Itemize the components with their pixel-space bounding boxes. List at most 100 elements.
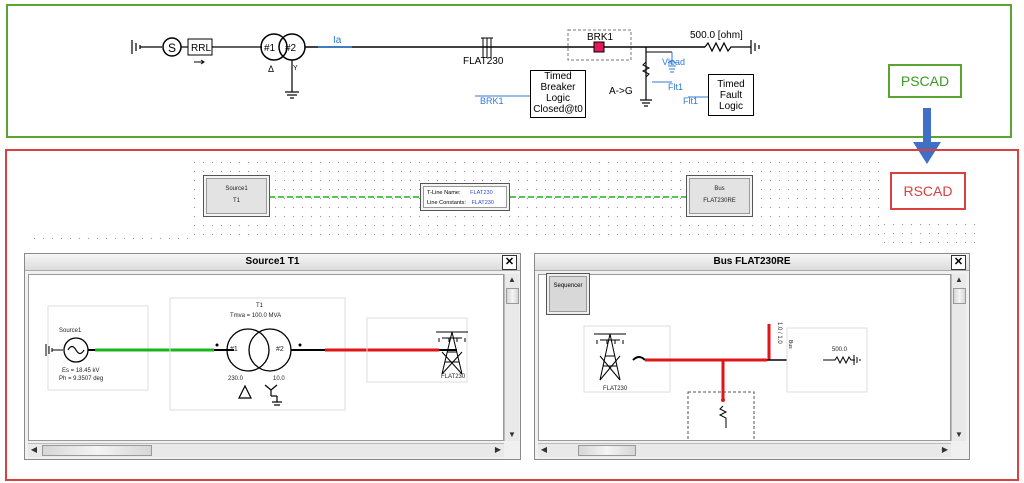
scroll-up-arrow-icon[interactable]: ▲	[508, 275, 516, 284]
tfl-line-2: Fault	[719, 90, 743, 101]
down-arrow-icon	[913, 108, 941, 164]
window-left-vscroll[interactable]: ▲ ▼	[504, 274, 519, 441]
fault-switch-icon	[718, 405, 728, 428]
window-right-canvas[interactable]	[538, 274, 951, 441]
pscad-load-label: 500.0 [ohm]	[690, 30, 743, 41]
rscad-load-value: 500.0	[832, 347, 848, 353]
window-right-vscroll[interactable]: ▲ ▼	[951, 274, 966, 441]
tline-param-box[interactable]: T-Line Name: FLAT230 Line Constants: FLA…	[420, 183, 510, 211]
pscad-breaker-label: BRK1	[587, 32, 614, 43]
resistor-icon	[704, 41, 751, 53]
pscad-tag: PSCAD	[888, 64, 962, 98]
fault-signal-1: Flt1	[668, 82, 683, 92]
pscad-schematic: S RRL #1 #2 Δ Y Ia FLAT230 BRK1 500.0 [o…	[131, 29, 760, 107]
window-left-canvas[interactable]	[28, 274, 504, 441]
tline-name-key: T-Line Name:	[427, 190, 461, 196]
grid-dots-right	[880, 220, 980, 250]
tower-icon-right	[594, 333, 626, 381]
window-right-title: Bus FLAT230RE	[713, 256, 791, 267]
current-meter-label: Ia	[333, 35, 342, 46]
fault-switch-icon	[641, 61, 651, 78]
tfl-line-1: Timed	[717, 79, 745, 90]
tline-terminal-icon	[481, 37, 493, 58]
rscad-tx-w1: #1	[230, 346, 238, 353]
window-source1-t1: Source1 T1 ✕ ▲ ▼ ◀ ▶	[24, 253, 521, 460]
scroll-right-arrow-icon[interactable]: ▶	[941, 445, 949, 454]
pscad-tag-label: PSCAD	[900, 73, 950, 89]
tbl-line-1: Timed	[544, 71, 572, 82]
sequencer-block[interactable]: Sequencer	[546, 273, 590, 315]
breaker-logic-signal: BRK1	[480, 96, 504, 106]
tx-w2-label: #2	[285, 43, 297, 54]
window-right-hscroll[interactable]: ◀ ▶	[538, 443, 951, 457]
tx-wye-label: Y	[293, 65, 298, 72]
close-icon: ✕	[504, 256, 515, 268]
close-icon: ✕	[953, 256, 964, 268]
scroll-down-arrow-icon[interactable]: ▼	[508, 430, 516, 439]
rscad-transformer-icon	[226, 328, 270, 372]
scroll-up-arrow-icon[interactable]: ▲	[955, 275, 963, 284]
breaker-vertical-values: 1.0 / 1.0	[775, 322, 782, 344]
tower-label-left: FLAT230	[441, 374, 466, 380]
source-ph-value: Ph = 9.3507 deg	[59, 376, 104, 382]
tline-name-value: FLAT230	[470, 190, 493, 196]
load-resistor-icon	[823, 355, 855, 365]
pscad-line-label: FLAT230	[463, 56, 504, 67]
window-left-vscroll-thumb[interactable]	[506, 288, 519, 304]
rscad-tag: RSCAD	[890, 172, 966, 210]
fault-signal-2: Flt1	[683, 96, 698, 106]
window-left-titlebar[interactable]: Source1 T1	[25, 254, 520, 271]
tbl-line-4: Closed@t0	[533, 104, 583, 115]
window-right-hscroll-thumb[interactable]	[578, 445, 636, 456]
tline-const-value: FLAT230	[471, 200, 495, 206]
timed-breaker-logic-block: Timed Breaker Logic Closed@t0	[530, 70, 586, 118]
node-source1-t1[interactable]: Source1 T1	[203, 175, 270, 217]
rrl-label: RRL	[191, 43, 211, 54]
tx-delta-label: Δ	[268, 64, 274, 74]
rscad-tag-label: RSCAD	[903, 183, 953, 199]
sequencer-label: Sequencer	[553, 283, 583, 289]
rscad-tline-link	[260, 196, 690, 198]
window-left-hscroll[interactable]: ◀ ▶	[28, 443, 504, 457]
tfl-line-3: Logic	[719, 101, 743, 112]
tower-label-right: FLAT230	[603, 386, 628, 392]
tbl-line-3: Logic	[546, 93, 570, 104]
tbl-line-2: Breaker	[540, 82, 576, 93]
breaker-val-1: 1.0	[776, 322, 782, 331]
fault-type-label: A->G	[609, 86, 633, 97]
pscad-panel	[6, 4, 1012, 138]
rscad-tx-v1: 230.0	[228, 376, 244, 382]
node-source-line-2: T1	[232, 198, 240, 204]
source-es-value: Es = 18.45 kV	[62, 368, 100, 374]
vload-label: Vload	[662, 57, 685, 67]
rscad-source-name: Source1	[59, 328, 82, 334]
window-left-schematic	[45, 297, 468, 411]
scroll-right-arrow-icon[interactable]: ▶	[494, 445, 502, 454]
scroll-down-arrow-icon[interactable]: ▼	[955, 430, 963, 439]
grid-dots-left	[30, 234, 190, 244]
window-left-hscroll-thumb[interactable]	[42, 445, 152, 456]
timed-fault-logic-block: Timed Fault Logic	[708, 74, 754, 116]
rscad-tx-name: T1	[256, 303, 264, 309]
window-left-title: Source1 T1	[245, 256, 300, 267]
fault-dashed-box	[687, 391, 755, 439]
svg-text:S: S	[168, 41, 176, 55]
window-right-vscroll-thumb[interactable]	[953, 288, 966, 304]
node-bus-line-1: Bus	[714, 186, 725, 192]
scroll-left-arrow-icon[interactable]: ◀	[540, 445, 548, 454]
window-bus-flat230re: Bus FLAT230RE ✕ ▲ ▼ ◀ ▶	[534, 253, 970, 460]
tx-w1-label: #1	[264, 43, 276, 54]
breaker-dashed-box	[567, 29, 632, 61]
rscad-tx-v2: 10.0	[273, 376, 285, 382]
node-source-line-1: Source1	[225, 186, 248, 192]
window-right-close-button[interactable]: ✕	[951, 255, 966, 270]
ground-symbol-left	[131, 40, 162, 54]
rscad-tx-rating: Tmva = 100.0 MVA	[230, 313, 282, 319]
tower-icon-left	[436, 331, 468, 375]
tline-const-key: Line Constants:	[427, 200, 466, 206]
window-left-close-button[interactable]: ✕	[502, 255, 517, 270]
window-right-titlebar[interactable]: Bus FLAT230RE	[535, 254, 969, 271]
bus-tag: Bus	[787, 340, 793, 349]
node-bus-flat230re[interactable]: Bus FLAT230RE	[686, 175, 753, 217]
scroll-left-arrow-icon[interactable]: ◀	[30, 445, 38, 454]
